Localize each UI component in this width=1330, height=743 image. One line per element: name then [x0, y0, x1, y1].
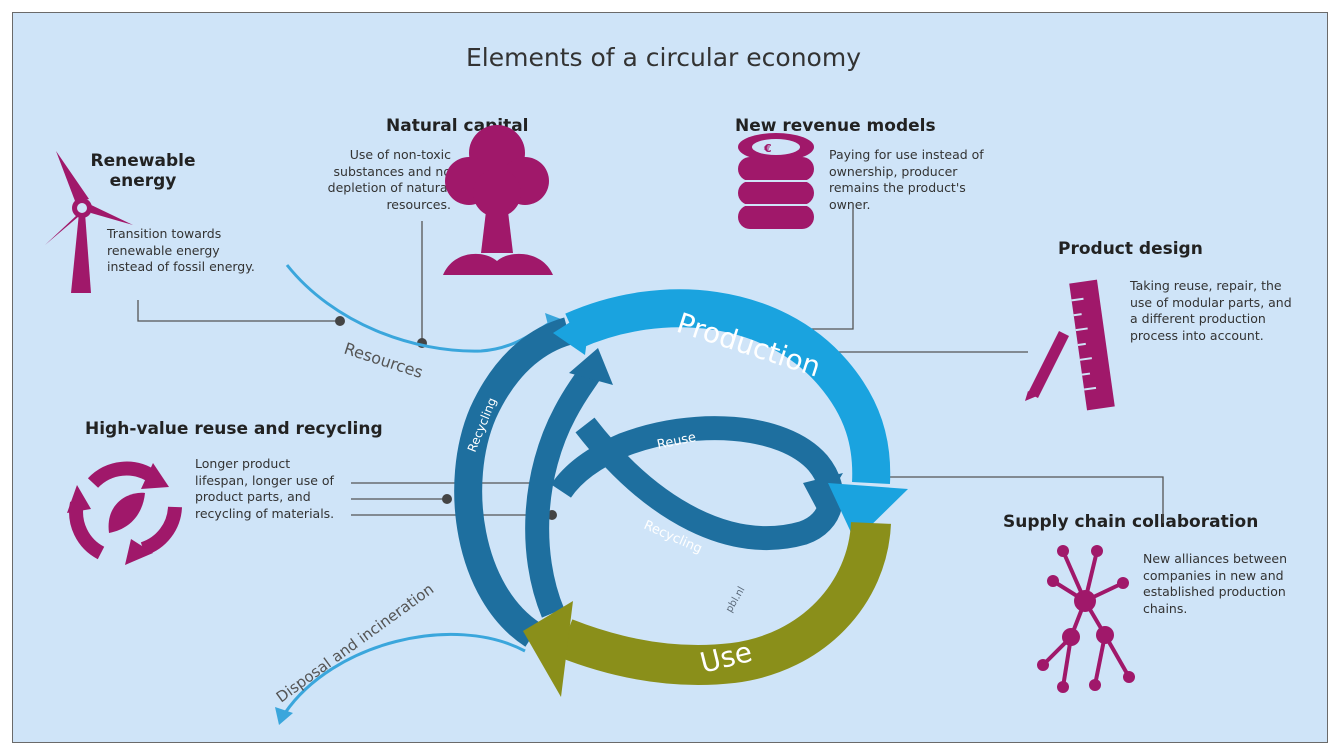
inner-recycling-arc — [525, 362, 604, 618]
inner-recycling-arrowhead — [569, 348, 613, 385]
use-arrowhead — [523, 601, 573, 697]
production-start-arrow — [553, 309, 591, 355]
supply-chain-heading: Supply chain collaboration — [1003, 512, 1259, 532]
production-arc — [565, 289, 891, 484]
new-revenue-models-heading: New revenue models — [735, 116, 936, 136]
natural-capital-description: Use of non-toxic substances and no deple… — [327, 147, 451, 212]
supply-chain-connector — [871, 476, 1164, 523]
production-arrowhead — [828, 483, 908, 541]
renewable-energy-connector — [137, 300, 340, 322]
disposal-flow-line — [283, 632, 526, 714]
circular-economy-diagram: Resources Disposal and incineration Recy… — [45, 125, 1164, 725]
renewable-energy-heading: Renewable energy — [90, 151, 196, 191]
ruler-pencil-icon — [1025, 279, 1115, 411]
infographic-frame: Elements of a circular economy Renewable… — [12, 12, 1328, 743]
resources-flow-line — [285, 264, 554, 353]
product-design-description: Taking reuse, repair, the use of modular… — [1130, 278, 1292, 343]
connector-lines — [137, 203, 1164, 523]
use-arc — [557, 521, 891, 685]
reuse-loop — [551, 416, 844, 551]
disposal-label: Disposal and incineration — [273, 580, 437, 706]
network-nodes — [1037, 545, 1135, 693]
product-design-heading: Product design — [1058, 239, 1203, 259]
network-icon — [1041, 550, 1131, 688]
renewable-energy-description: Transition towards renewable energy inst… — [107, 226, 255, 274]
page-title: Elements of a circular economy — [466, 43, 861, 72]
svg-text:€: € — [763, 142, 772, 155]
disposal-arrowhead — [275, 707, 293, 725]
coin-stack-icon: € — [738, 133, 814, 229]
high-value-reuse-heading: High-value reuse and recycling — [85, 419, 383, 439]
outer-recycling-arc — [454, 317, 573, 647]
wind-turbine-icon — [45, 151, 133, 293]
supply-chain-description: New alliances between companies in new a… — [1143, 551, 1288, 616]
recycle-arrows — [67, 463, 169, 565]
tree-icon — [443, 125, 553, 275]
high-value-reuse-description: Longer product lifespan, longer use of p… — [195, 456, 335, 521]
reuse-arrowhead — [803, 473, 843, 513]
credit-label: pbl.nl — [724, 585, 747, 615]
resources-label: Resources — [342, 339, 426, 382]
new-revenue-models-description: Paying for use instead of ownership, pro… — [829, 147, 984, 212]
